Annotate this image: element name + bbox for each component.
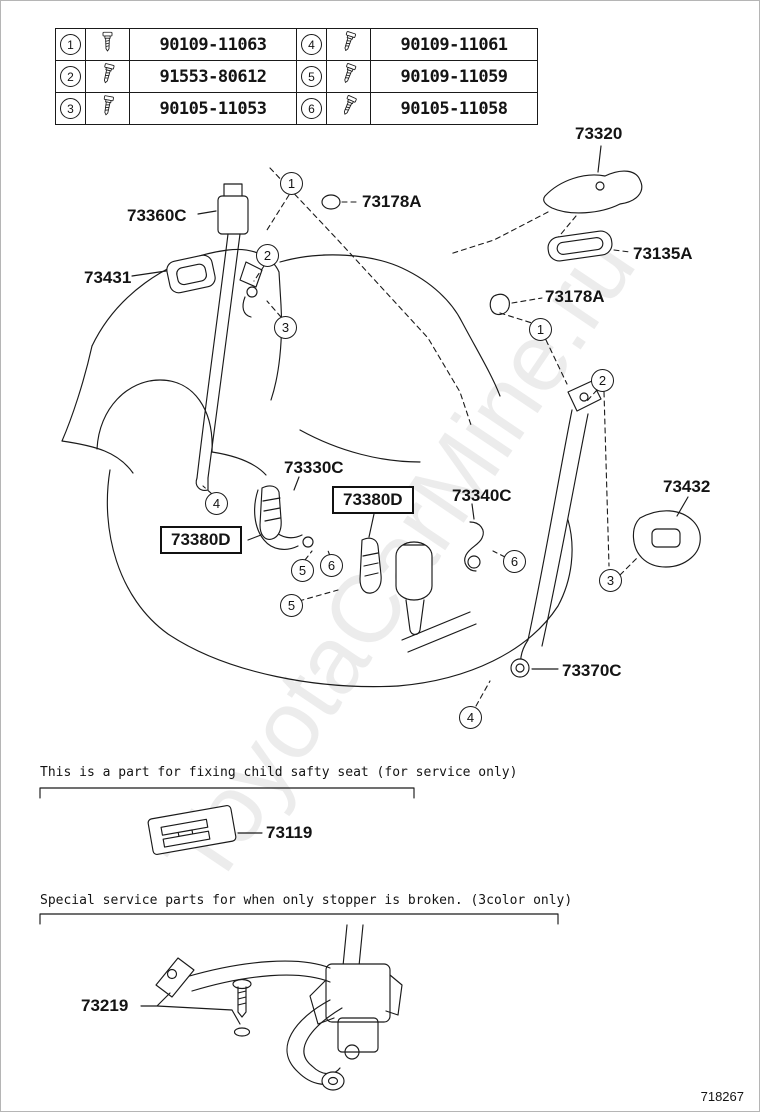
note-child-seat: This is a part for fixing child safty se… — [40, 765, 518, 780]
part-number: 90105-11058 — [370, 92, 538, 125]
part-number: 91553-80612 — [129, 60, 297, 93]
part-number: 90109-11061 — [370, 28, 538, 61]
callout-badge: 2 — [60, 66, 81, 87]
construction-lines — [202, 167, 506, 602]
part-label-73360C: 73360C — [127, 206, 187, 225]
part-label-73178A-right: 73178A — [545, 287, 605, 306]
document-number: 718267 — [700, 1089, 744, 1104]
callout-4-left: 4 — [205, 492, 228, 515]
screw-icon — [102, 31, 113, 52]
stopper-73380D-center — [359, 513, 382, 594]
part-label-73431: 73431 — [84, 268, 132, 287]
part-label-73320: 73320 — [575, 124, 623, 143]
part-label-73340C: 73340C — [452, 486, 512, 505]
clip-73178A-right — [489, 293, 543, 324]
handle-73431 — [131, 210, 217, 294]
part-label-73380D-center: 73380D — [332, 486, 414, 514]
stopper-73380D-left — [247, 485, 282, 541]
callout-5: 5 — [291, 559, 314, 582]
callout-badge: 3 — [60, 98, 81, 119]
part-label-73370C: 73370C — [562, 661, 622, 680]
callout-badge: 5 — [301, 66, 322, 87]
floor-outline — [106, 254, 573, 688]
callout-1-right: 1 — [529, 318, 552, 341]
child-seat-section — [39, 787, 415, 855]
bracket-73320 — [449, 145, 643, 255]
callout-badge: 4 — [301, 34, 322, 55]
callout-5-lower: 5 — [280, 594, 303, 617]
callout-badge: 1 — [60, 34, 81, 55]
screw-icon — [344, 31, 357, 51]
screw-icon — [343, 95, 357, 115]
callout-4-bottom: 4 — [459, 706, 482, 729]
part-label-73380D-left: 73380D — [160, 526, 242, 554]
part-number: 90109-11059 — [370, 60, 538, 93]
part-number: 90109-11063 — [129, 28, 297, 61]
screw-icon — [103, 63, 115, 84]
right-belt-assembly — [475, 339, 610, 707]
retractor-73360C — [195, 183, 263, 491]
table-row: 2 91553-80612 5 90109-11059 — [55, 60, 538, 93]
part-label-73219: 73219 — [81, 996, 129, 1015]
screw-icon — [344, 63, 357, 83]
note-special-service: Special service parts for when only stop… — [40, 893, 573, 908]
table-row: 3 90105-11053 6 90105-11058 — [55, 92, 538, 125]
part-label-73178A-top: 73178A — [362, 192, 422, 211]
callout-3: 3 — [274, 316, 297, 339]
special-service-section — [39, 913, 559, 1091]
callout-2: 2 — [256, 244, 279, 267]
callout-2-right: 2 — [591, 369, 614, 392]
anchor-73432 — [619, 496, 701, 576]
part-label-73432: 73432 — [663, 477, 711, 496]
screw-icon — [103, 95, 114, 116]
table-row: 1 90109-11063 4 90109-11061 — [55, 28, 538, 61]
fastener-table: 1 90109-11063 4 90109-11061 2 91553-8061… — [55, 28, 538, 125]
buckle-center — [395, 541, 433, 636]
part-label-73135A: 73135A — [633, 244, 693, 263]
part-label-73330C: 73330C — [284, 458, 344, 477]
callout-1: 1 — [280, 172, 303, 195]
plate-73135A — [547, 230, 631, 262]
callout-3-right: 3 — [599, 569, 622, 592]
part-number: 90105-11053 — [129, 92, 297, 125]
callout-badge: 6 — [301, 98, 322, 119]
callout-6: 6 — [320, 554, 343, 577]
cap-73178A-top — [321, 194, 359, 210]
clip-73340C — [464, 503, 484, 572]
callout-6-right: 6 — [503, 550, 526, 573]
part-label-73119: 73119 — [266, 823, 313, 842]
